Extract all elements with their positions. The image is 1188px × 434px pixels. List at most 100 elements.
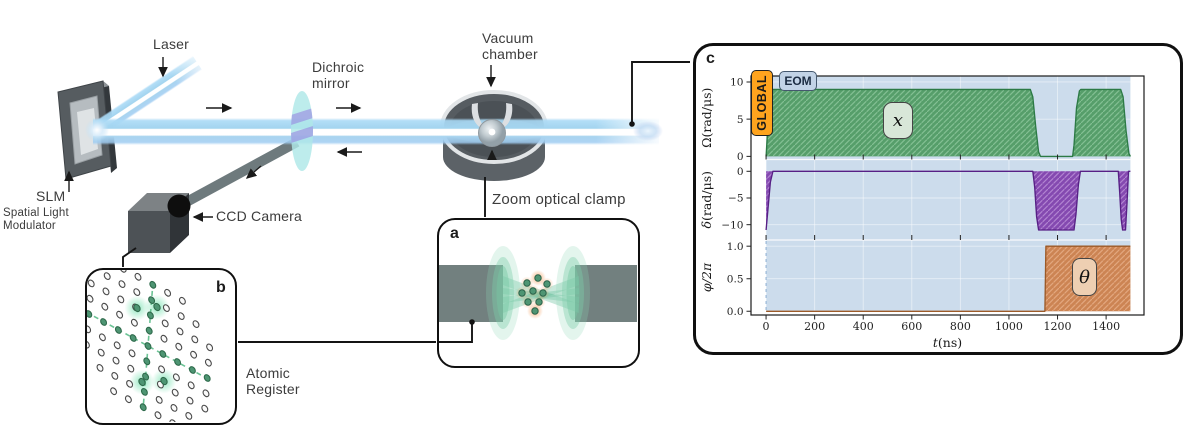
lattice-atom	[129, 334, 137, 342]
lattice-atom	[119, 270, 127, 273]
trapped-atom	[534, 274, 542, 282]
lattice-atom	[103, 272, 111, 280]
lattice-atom	[134, 272, 142, 281]
connector-dot-beam	[629, 121, 635, 127]
svg-text:800: 800	[950, 320, 971, 333]
lattice-atom	[146, 311, 154, 320]
trapped-atom	[523, 279, 531, 287]
lattice-atom	[187, 381, 195, 390]
lattice-atom	[100, 318, 108, 326]
panel-c-tag: c	[706, 50, 715, 67]
lattice-atom	[202, 389, 210, 398]
lattice-atom	[170, 404, 178, 412]
lattice-atom	[172, 373, 180, 382]
detuning-ylabel: δ(rad/μs)	[699, 171, 714, 228]
svg-text:0: 0	[737, 166, 744, 178]
lattice-atom	[155, 396, 163, 404]
lattice-atom	[169, 419, 177, 422]
lattice-atom	[111, 372, 119, 380]
panel-b-atomic-register: b	[85, 268, 237, 425]
trapped-atom-sphere	[471, 103, 513, 147]
lattice-atom	[161, 319, 169, 328]
phase-ylabel: φ/2π	[699, 262, 714, 292]
lattice-atom	[126, 380, 134, 388]
global-channel-badge: GLOBAL	[751, 70, 773, 136]
lattice-atom	[98, 333, 106, 342]
panel-a-tag: a	[450, 225, 459, 242]
trapped-atom	[524, 298, 532, 306]
svg-text:400: 400	[853, 320, 874, 333]
lattice-atom	[158, 365, 166, 374]
camera-tube	[178, 137, 300, 210]
svg-text:0: 0	[763, 320, 770, 333]
lattice-atom	[140, 388, 148, 396]
lattice-atom	[185, 412, 193, 420]
lattice-atom	[203, 374, 211, 382]
dichroic-mirror	[291, 91, 313, 171]
lattice-atom	[190, 350, 198, 359]
trapped-atom	[543, 280, 551, 288]
svg-text:10: 10	[730, 77, 743, 89]
lattice-atom	[201, 404, 209, 413]
tube-direction-arrow	[245, 165, 262, 179]
lattice-atom	[171, 388, 179, 397]
slm-sublabel: Spatial Light Modulator	[3, 207, 69, 232]
clamp-block-left	[439, 265, 503, 322]
svg-text:−10: −10	[721, 219, 743, 231]
excited-atom	[138, 377, 146, 387]
lattice-atom	[175, 342, 183, 351]
lattice-atom	[118, 280, 126, 288]
x-pulse-annotation: x	[883, 102, 913, 139]
svg-text:0.0: 0.0	[727, 306, 744, 318]
svg-text:−5: −5	[728, 193, 743, 205]
lattice-atom	[188, 366, 196, 374]
svg-text:200: 200	[804, 320, 825, 333]
svg-text:1.0: 1.0	[727, 241, 744, 253]
trapped-atom	[518, 289, 526, 297]
lattice-atom	[113, 341, 121, 350]
lattice-atom	[87, 279, 95, 288]
lattice-atom	[130, 318, 138, 327]
lattice-atom	[117, 295, 125, 304]
trapped-atom	[531, 307, 539, 315]
lattice-atom	[87, 310, 93, 318]
excited-atom	[160, 376, 168, 386]
lattice-atom	[204, 358, 212, 367]
time-axis-label: t(ns)	[933, 335, 962, 350]
lattice-atom	[102, 287, 110, 296]
svg-text:0.5: 0.5	[727, 273, 744, 285]
panel-connectors	[122, 61, 690, 343]
lattice-atom	[160, 334, 168, 343]
lattice-atom	[96, 364, 104, 372]
annotation-arrows	[64, 57, 497, 222]
theta-pulse-annotation: θ	[1072, 258, 1097, 296]
lattice-atom	[139, 403, 147, 412]
ccd-camera	[128, 193, 191, 253]
lattice-atom	[110, 387, 118, 396]
lattice-atom	[145, 326, 153, 335]
lattice-atom	[127, 364, 135, 373]
lattice-atom	[149, 280, 157, 289]
main-laser-beam	[93, 118, 659, 145]
optical-clamp-label: Zoom optical clamp	[492, 191, 626, 208]
lattice-atom	[128, 349, 136, 358]
lattice-atom	[87, 325, 92, 334]
lattice-atom	[97, 348, 105, 357]
svg-text:1400: 1400	[1092, 320, 1120, 333]
excited-atom	[133, 303, 141, 313]
rabi-frequency-ylabel: Ω(rad/μs)	[699, 88, 714, 148]
phase-trace	[766, 245, 1131, 312]
lattice-atom	[87, 340, 90, 349]
connector-dot-a	[469, 319, 475, 325]
laser-label: Laser	[153, 36, 190, 52]
lattice-atom	[177, 312, 185, 320]
lattice-atom	[101, 302, 109, 311]
slm-beam-glow	[85, 118, 109, 142]
svg-text:0: 0	[737, 151, 744, 163]
lattice-atom	[148, 296, 156, 304]
lattice-atom	[206, 343, 214, 352]
lattice-atom	[154, 411, 162, 420]
